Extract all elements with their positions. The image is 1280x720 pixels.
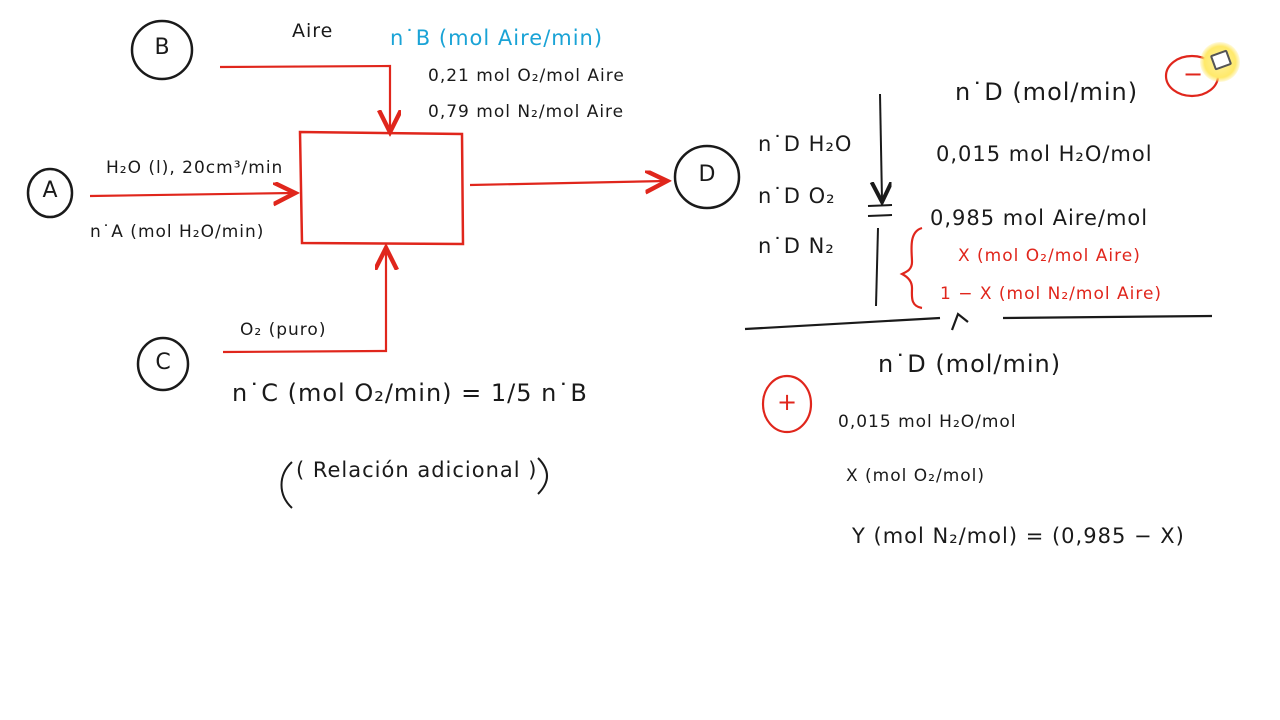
- separator-left: [744, 316, 941, 331]
- stream-d-top-x-n2: 1 − X (mol N₂/mol Aire): [940, 284, 1163, 304]
- node-d-circle: [673, 144, 741, 210]
- air-composition-brace: [899, 226, 923, 310]
- circled-minus-sign: −: [1183, 60, 1205, 88]
- stream-d-bottom-n2: Y (mol N₂/mol) = (0,985 − X): [852, 524, 1185, 548]
- stream-a-name: H₂O (l), 20cm³/min: [106, 158, 284, 178]
- stream-b-o2: 0,21 mol O₂/mol Aire: [428, 66, 625, 86]
- node-a-circle: [26, 167, 74, 219]
- stream-d-arrow: [469, 181, 665, 185]
- process-unit-box: [298, 130, 465, 246]
- equivalence-down-arrow: [880, 93, 882, 200]
- stream-a-flow: n˙A (mol H₂O/min): [90, 222, 265, 242]
- stream-c-flow: n˙C (mol O₂/min) = 1/5 n˙B: [232, 379, 588, 407]
- stream-b-name: Aire: [292, 20, 334, 42]
- circled-plus-sign: +: [777, 388, 799, 416]
- stream-c-note: ( Relación adicional ): [296, 458, 538, 482]
- stream-d-bottom-h2o: 0,015 mol H₂O/mol: [838, 412, 1017, 432]
- node-d-label: D: [698, 162, 716, 187]
- stream-d-bottom-flow: n˙D (mol/min): [878, 350, 1062, 378]
- stream-d-h2o-flow: n˙D H₂O: [758, 132, 853, 156]
- stream-d-top-x-o2: X (mol O₂/mol Aire): [958, 246, 1141, 266]
- stream-c-arrow: [222, 250, 386, 354]
- separator-right: [1002, 314, 1213, 320]
- node-c-circle: [136, 336, 190, 392]
- node-a-label: A: [42, 178, 58, 203]
- node-c-label: C: [155, 350, 171, 375]
- relation-paren-right: [537, 457, 548, 495]
- node-b-label: B: [154, 35, 170, 60]
- stream-d-n2-flow: n˙D N₂: [758, 234, 835, 258]
- stream-b-n2: 0,79 mol N₂/mol Aire: [428, 102, 625, 122]
- equivalence-bar-top: [867, 204, 893, 207]
- node-b-circle: [130, 19, 194, 81]
- stream-d-top-air: 0,985 mol Aire/mol: [930, 206, 1149, 230]
- stream-b-flow: n˙B (mol Aire/min): [390, 26, 604, 50]
- stream-d-top-h2o: 0,015 mol H₂O/mol: [936, 142, 1153, 166]
- stream-a-arrow: [89, 193, 293, 196]
- stream-d-top-flow: n˙D (mol/min): [955, 78, 1139, 106]
- relation-paren-left: [280, 461, 293, 509]
- stream-c-name: O₂ (puro): [240, 320, 327, 340]
- stream-d-bottom-o2: X (mol O₂/mol): [846, 466, 986, 486]
- equivalence-bar-bottom: [867, 214, 893, 217]
- equivalence-lower-line: [875, 227, 879, 307]
- separator-check: [950, 312, 969, 331]
- circled-plus: [761, 374, 813, 434]
- stream-b-arrow: [219, 64, 390, 130]
- stream-d-o2-flow: n˙D O₂: [758, 184, 836, 208]
